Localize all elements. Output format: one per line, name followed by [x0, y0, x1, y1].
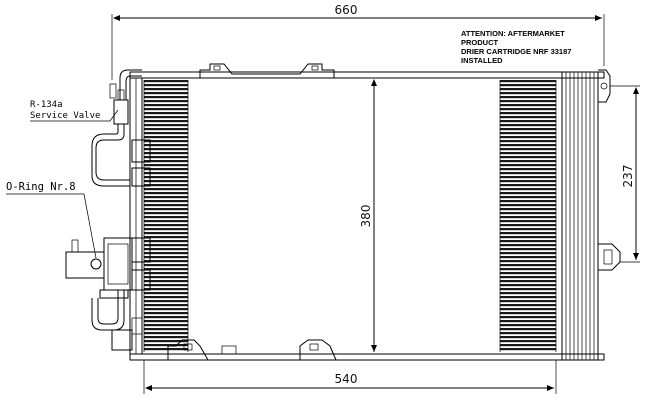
dimension-bottom-width-label: 540 — [335, 372, 358, 386]
callout-service-valve: R-134a Service Valve — [30, 100, 119, 122]
fin-block-left — [144, 80, 188, 352]
callout-valve-line1: R-134a — [30, 100, 63, 110]
fin-block-right — [500, 80, 556, 352]
dimension-core-height: 380 — [359, 79, 377, 352]
callout-oring-label: O-Ring Nr.8 — [6, 181, 76, 193]
dimension-right-height-label: 237 — [621, 165, 635, 188]
right-brackets — [598, 69, 621, 271]
top-bracket — [199, 63, 335, 78]
callout-valve-line2: Service Valve — [30, 111, 100, 121]
bottom-brackets — [167, 339, 337, 361]
attention-note: ATTENTION: AFTERMARKET PRODUCT DRIER CAR… — [461, 29, 571, 65]
condenser-body — [129, 71, 605, 361]
dimension-core-height-label: 380 — [359, 205, 373, 228]
attention-note-line3: DRIER CARTRIDGE NRF 33187 — [461, 47, 571, 56]
dimension-top-width-label: 660 — [335, 3, 358, 17]
dimension-top-width: 660 — [111, 3, 605, 80]
callout-oring: O-Ring Nr.8 — [6, 181, 97, 259]
attention-note-line1: ATTENTION: AFTERMARKET — [461, 29, 565, 38]
dimension-right-height: 237 — [610, 85, 640, 263]
dimension-bottom-width: 540 — [143, 360, 557, 394]
attention-note-line4: INSTALLED — [461, 56, 503, 65]
left-pipework — [65, 69, 151, 351]
attention-note-line2: PRODUCT — [461, 38, 499, 47]
